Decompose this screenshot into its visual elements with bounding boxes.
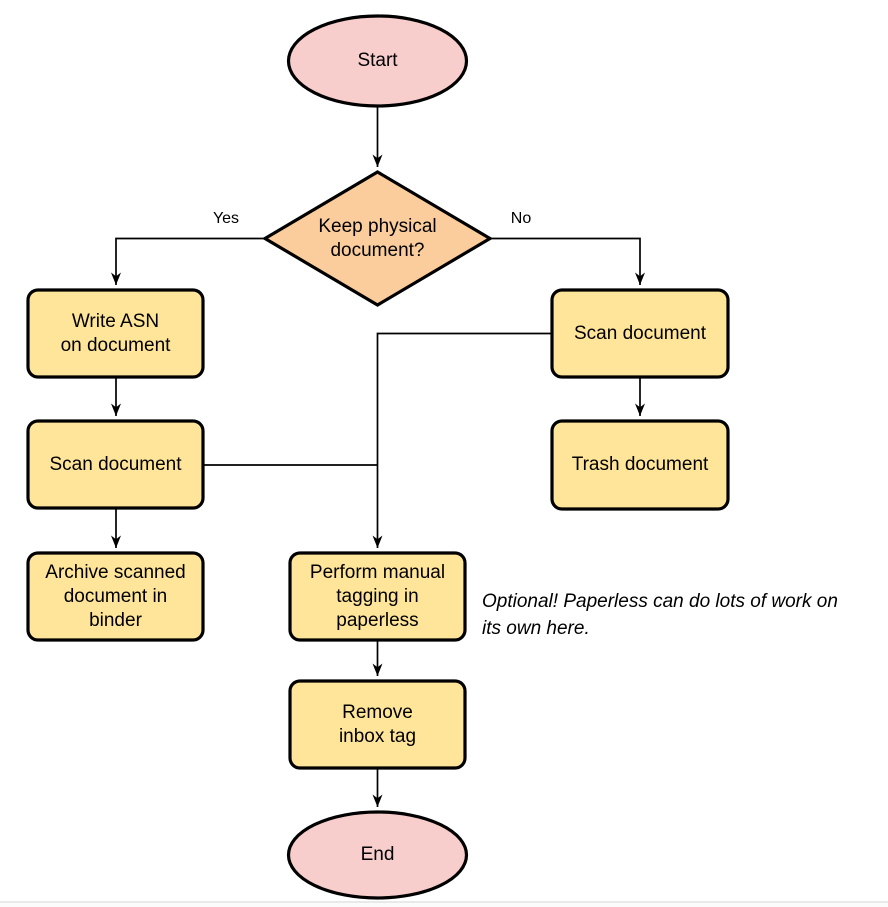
write-asn-node-shape bbox=[26, 288, 205, 379]
scan-left-node-shape bbox=[26, 419, 205, 510]
remove-inbox-node-shape bbox=[288, 679, 467, 770]
start-node-shape bbox=[286, 14, 469, 108]
end-node-shape bbox=[286, 810, 469, 900]
edge-decision-no-to-scan-right bbox=[490, 237, 645, 285]
archive-node-shape bbox=[26, 551, 205, 642]
edge-decision-yes-to-write-asn bbox=[111, 237, 265, 285]
footer-strip bbox=[0, 903, 888, 907]
edge-scan-right-to-tagging bbox=[372, 332, 552, 548]
scan-right-node-shape bbox=[550, 288, 730, 379]
tagging-node-shape bbox=[288, 551, 467, 642]
optional-note-text: Optional! Paperless can do lots of work … bbox=[482, 591, 838, 639]
bottom-divider bbox=[0, 901, 888, 903]
trash-node-shape bbox=[550, 419, 730, 511]
decision-node-shape bbox=[261, 170, 494, 307]
